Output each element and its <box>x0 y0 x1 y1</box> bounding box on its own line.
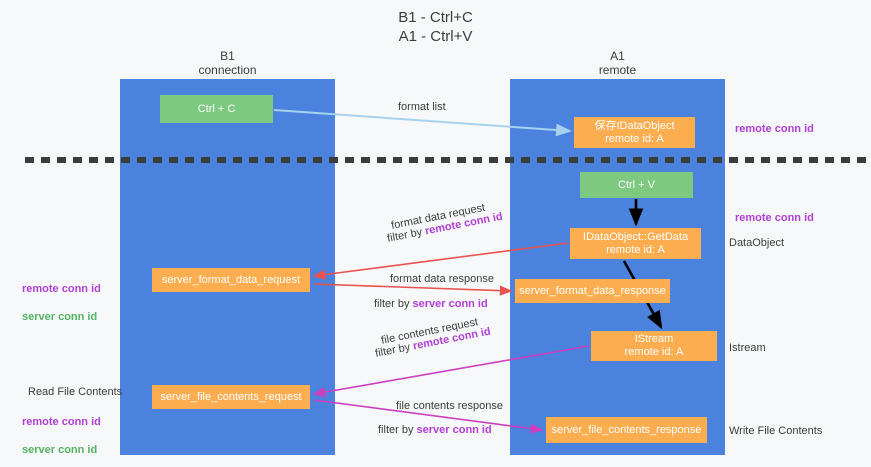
node-server-file-contents-response[interactable]: server_file_contents_response <box>546 417 707 443</box>
label-dataobject: DataObject <box>729 237 785 249</box>
page-title: B1 - Ctrl+C A1 - Ctrl+V <box>398 9 473 45</box>
label-remote-conn-id-top: remote conn id <box>735 123 814 135</box>
edge-label-file-contents-response-filter: filter by server conn id <box>378 423 492 438</box>
edge-label-file-contents-response: file contents response <box>396 400 504 412</box>
label-remote-conn-id-mid: remote conn id <box>735 212 814 224</box>
phase-divider <box>25 157 870 163</box>
column-header-a1-line2: remote <box>598 63 637 77</box>
label-istream: Istream <box>729 342 766 354</box>
node-ctrl-v[interactable]: Ctrl + V <box>580 172 693 198</box>
column-header-a1: A1 remote <box>510 49 725 77</box>
column-header-b1-line1: B1 <box>220 49 235 63</box>
edge-label-format-list: format list <box>398 101 446 113</box>
column-header-b1: B1 connection <box>120 49 335 77</box>
filter-by-text-3: filter by <box>374 340 415 360</box>
label-server-conn-id-left-2: server conn id <box>22 444 98 456</box>
edge-label-format-data-response-filter: filter by server conn id <box>374 297 488 312</box>
node-server-format-data-request[interactable]: server_format_data_request <box>152 268 310 292</box>
filter-server-conn-id-1: server conn id <box>412 298 488 310</box>
filter-by-text-4: filter by <box>378 424 417 436</box>
edge-label-format-data-response: format data response <box>390 273 494 285</box>
node-istream[interactable]: IStream remote id: A <box>591 331 717 361</box>
filter-server-conn-id-2: server conn id <box>416 424 492 436</box>
label-read-file-contents: Read File Contents <box>28 386 123 398</box>
label-write-file-contents: Write File Contents <box>729 425 823 437</box>
label-remote-conn-id-left-2: remote conn id <box>22 416 101 428</box>
label-left-conn-ids-2: remote conn id server conn id <box>22 401 101 457</box>
node-server-file-contents-request[interactable]: server_file_contents_request <box>152 385 310 409</box>
node-idataobject-getdata[interactable]: IDataObject::GetData remote id: A <box>570 228 701 259</box>
column-header-b1-line2: connection <box>198 63 257 77</box>
label-server-conn-id-left-1: server conn id <box>22 311 98 323</box>
label-left-conn-ids-1: remote conn id server conn id <box>22 268 101 324</box>
node-save-idataobject[interactable]: 保存IDataObject remote id: A <box>574 117 695 148</box>
column-header-a1-line1: A1 <box>610 49 625 63</box>
filter-by-text-2: filter by <box>374 298 413 310</box>
label-remote-conn-id-left-1: remote conn id <box>22 283 101 295</box>
node-server-format-data-response[interactable]: server_format_data_response <box>515 279 670 303</box>
node-ctrl-c[interactable]: Ctrl + C <box>160 95 273 123</box>
